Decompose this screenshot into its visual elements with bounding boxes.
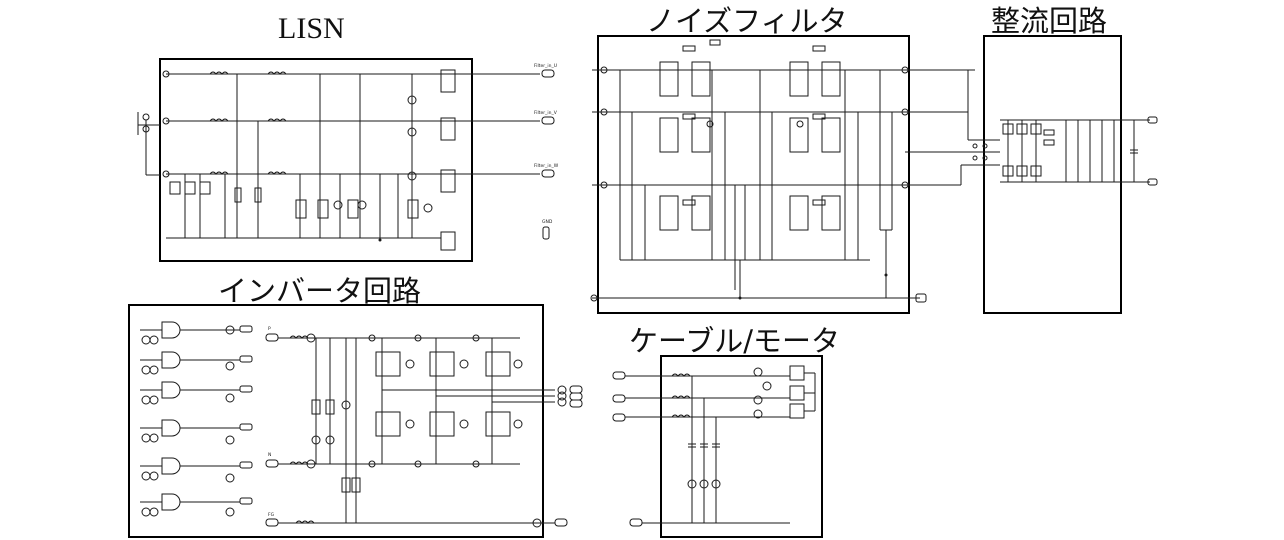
inverter-block: [128, 304, 544, 538]
port-label-filter-in-w: Filter_in_W: [534, 163, 559, 169]
port-label-p: P: [268, 326, 271, 332]
port-label-filter-in-u: Filter_in_U: [534, 63, 557, 69]
cable-motor-title: ケーブル/モータ: [629, 324, 841, 358]
lisn-block: [159, 58, 473, 262]
cable-motor-block: [660, 355, 823, 538]
noise-filter-title: ノイズフィルタ: [646, 4, 848, 38]
noise-filter-block: [597, 35, 910, 314]
lisn-title: LISN: [278, 12, 345, 45]
rectifier-title: 整流回路: [991, 4, 1108, 38]
port-label-fg: FG: [268, 512, 275, 518]
inverter-title: インバータ回路: [218, 274, 422, 308]
port-label-filter-in-v: Filter_in_V: [534, 110, 558, 116]
port-label-gnd: GND: [542, 219, 553, 225]
rectifier-block: [983, 35, 1122, 314]
port-label-n: N: [268, 452, 271, 458]
